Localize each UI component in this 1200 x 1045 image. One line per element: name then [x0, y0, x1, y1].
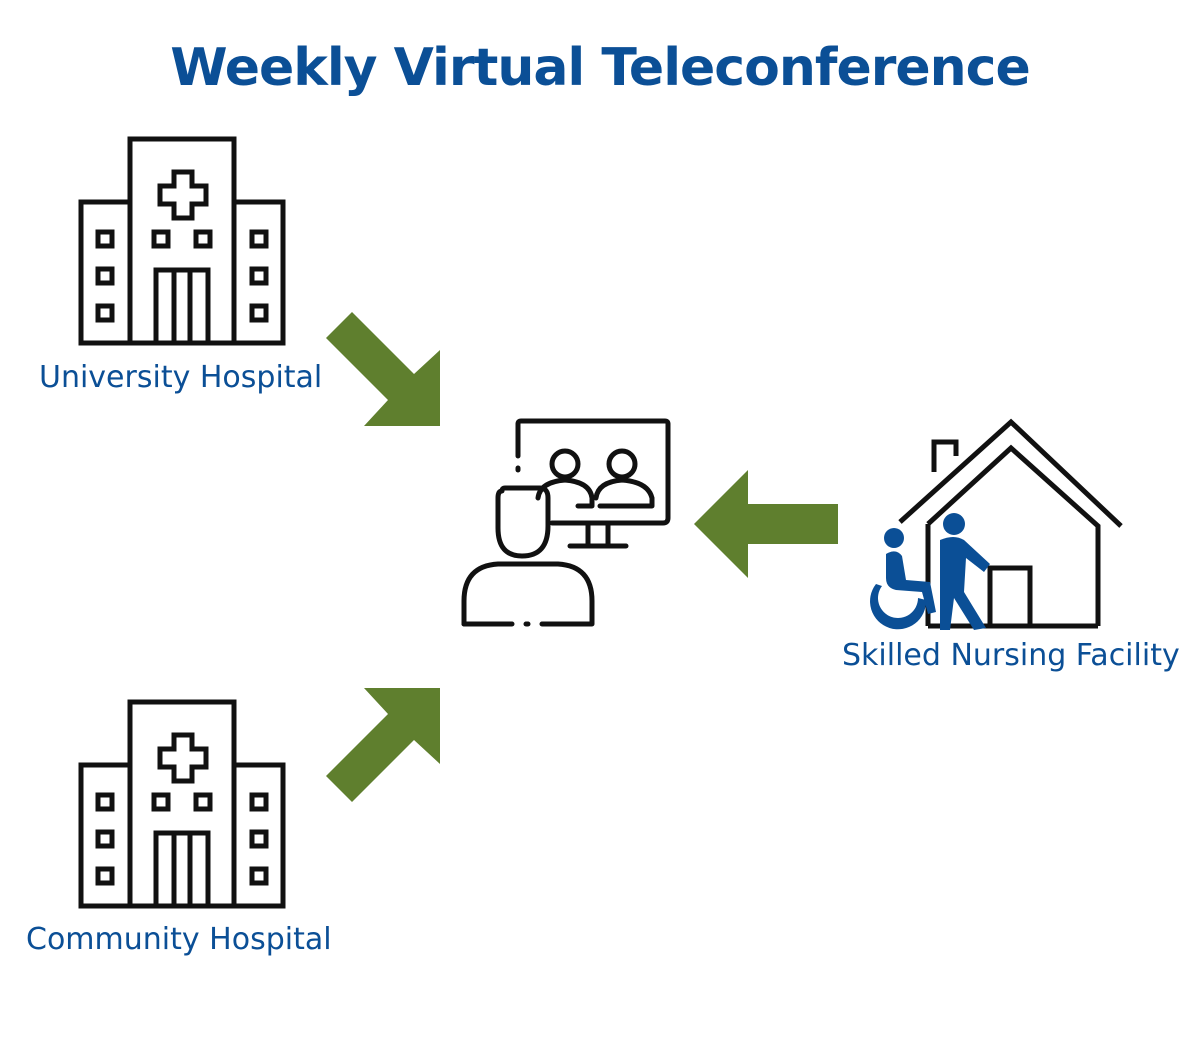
arrow-up-right-icon [324, 684, 444, 804]
diagram-title: Weekly Virtual Teleconference [170, 38, 1031, 98]
nursing-home-icon [856, 416, 1126, 631]
university-hospital-label: University Hospital [39, 360, 323, 395]
hospital-icon [78, 699, 288, 909]
caregiver-icon [870, 513, 990, 630]
community-hospital-label: Community Hospital [26, 922, 332, 957]
arrow-down-right-icon [324, 310, 444, 430]
video-conference-icon [460, 416, 675, 631]
skilled-nursing-facility-label: Skilled Nursing Facility [842, 638, 1180, 673]
arrow-left-icon [692, 468, 840, 580]
hospital-icon [78, 136, 288, 346]
